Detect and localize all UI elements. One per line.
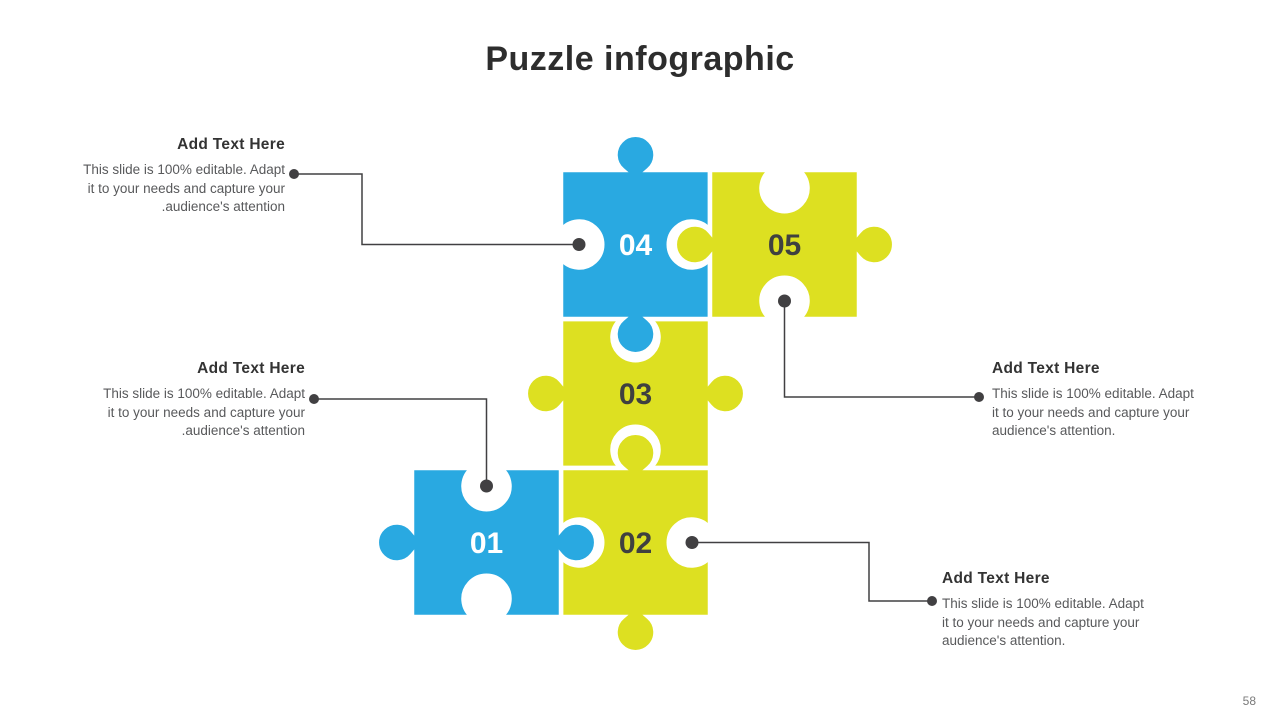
connector-piece-01 bbox=[314, 398, 488, 486]
connector-piece-02 bbox=[692, 541, 932, 602]
callout-line: This slide is 100% editable. Adapt bbox=[992, 386, 1194, 401]
piece-label-02: 02 bbox=[619, 527, 652, 560]
callout-heading: Add Text Here bbox=[992, 360, 1100, 377]
connector-socket-dot bbox=[778, 294, 791, 308]
connector-text-dot bbox=[309, 394, 319, 404]
callout-line: it to your needs and capture your bbox=[107, 404, 305, 420]
callout-heading: Add Text Here bbox=[177, 136, 285, 153]
piece-label-04: 04 bbox=[619, 229, 653, 262]
piece-label-01: 01 bbox=[470, 527, 503, 560]
callout-right: Add Text Here This slide is 100% editabl… bbox=[992, 360, 1242, 441]
callout-mid-left: Add Text Here This slide is 100% editabl… bbox=[55, 360, 305, 441]
puzzle-piece-02 bbox=[558, 430, 713, 655]
puzzle-piece-05 bbox=[672, 167, 897, 322]
page-number: 58 bbox=[1242, 694, 1256, 708]
callout-line: audience's attention. bbox=[992, 423, 1116, 438]
connector-socket-dot bbox=[480, 479, 493, 493]
connector-text-dot bbox=[927, 596, 937, 606]
callout-line: it to your needs and capture your bbox=[942, 614, 1140, 630]
callout-line: it to your needs and capture your bbox=[87, 180, 285, 196]
connector-socket-dot bbox=[572, 238, 586, 251]
piece-label-05: 05 bbox=[768, 229, 801, 262]
callout-top-left: Add Text Here This slide is 100% editabl… bbox=[35, 136, 285, 217]
callout-heading: Add Text Here bbox=[942, 570, 1050, 587]
callout-line: This slide is 100% editable. Adapt bbox=[83, 162, 285, 177]
callout-bottom-right: Add Text Here This slide is 100% editabl… bbox=[942, 570, 1192, 651]
connector-text-dot bbox=[289, 169, 299, 179]
callout-line: audience's attention. bbox=[181, 423, 305, 438]
callout-line: This slide is 100% editable. Adapt bbox=[103, 386, 305, 401]
connector-piece-04 bbox=[294, 173, 579, 246]
slide-title: Puzzle infographic bbox=[485, 40, 795, 78]
connector-text-dot bbox=[974, 392, 984, 402]
piece-label-03: 03 bbox=[619, 378, 652, 411]
callout-line: audience's attention. bbox=[161, 199, 285, 214]
callout-line: audience's attention. bbox=[942, 633, 1066, 648]
connector-socket-dot bbox=[685, 536, 699, 549]
connector-piece-05 bbox=[783, 301, 979, 398]
callout-line: This slide is 100% editable. Adapt bbox=[942, 596, 1144, 611]
callout-heading: Add Text Here bbox=[197, 360, 305, 377]
callout-line: it to your needs and capture your bbox=[992, 404, 1190, 420]
puzzle-piece-01 bbox=[374, 465, 599, 620]
